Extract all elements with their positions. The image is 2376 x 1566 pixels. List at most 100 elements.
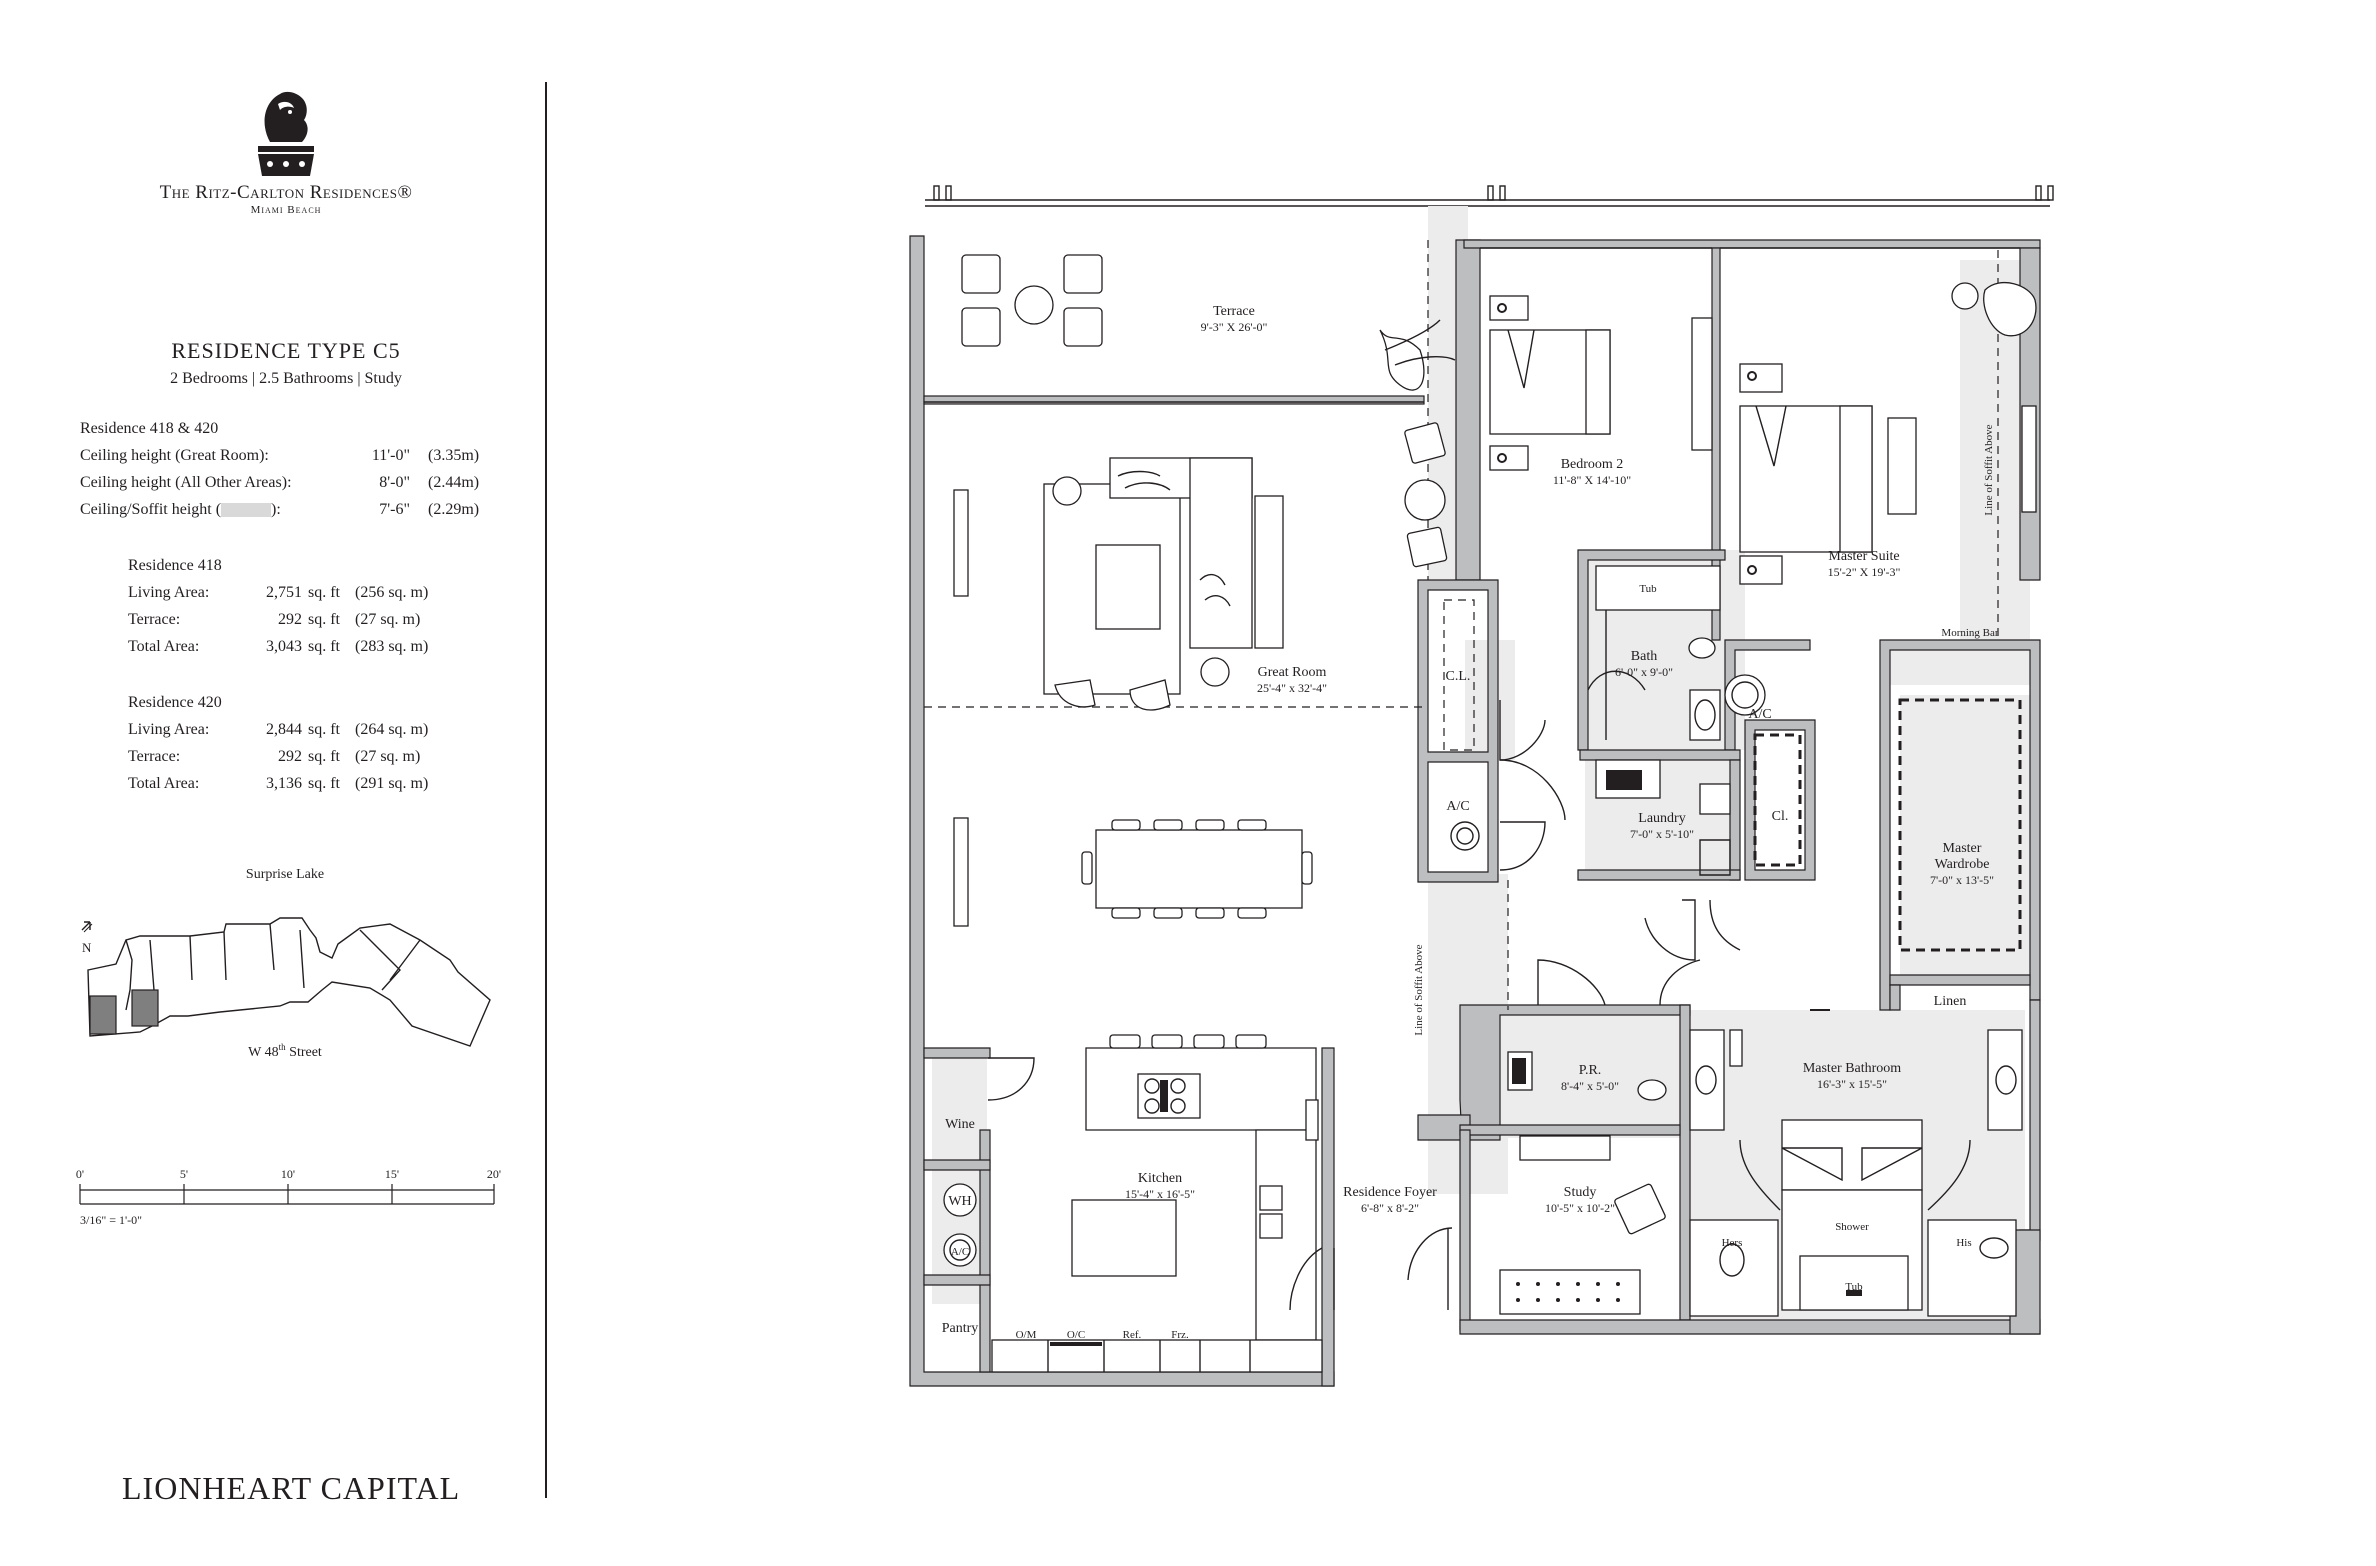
area-unit: sq. ft <box>308 638 340 655</box>
room-dim: 16'-3" x 15'-5" <box>1817 1077 1887 1091</box>
ceiling-label: Ceiling/Soffit height (): <box>80 501 281 519</box>
room-name: Laundry <box>1638 811 1685 826</box>
developer-name: LIONHEART CAPITAL <box>122 1470 461 1506</box>
room-dim: 7'-0" x 13'-5" <box>1930 873 1994 887</box>
unit-name: Residence 418 <box>128 557 222 574</box>
room-name: Kitchen <box>1138 1171 1182 1186</box>
street-name: W 48 <box>248 1045 278 1060</box>
ac-label: A/C <box>951 1246 969 1258</box>
area-label: Terrace: <box>128 748 181 765</box>
morning-bar-label: Morning Bar <box>1941 627 1998 639</box>
kitchen-fixtures <box>943 1034 1323 1373</box>
area-metric: (27 sq. m) <box>355 611 421 628</box>
area-value: 2,751 <box>266 584 302 601</box>
room-name: Bath <box>1631 649 1657 664</box>
area-value: 3,043 <box>266 638 302 655</box>
area-label: Terrace: <box>128 611 181 628</box>
soffit-label: Line of Soffit Above <box>1983 424 1995 515</box>
room-name: Master Suite <box>1828 549 1899 564</box>
residence-title: RESIDENCE TYPE C5 <box>171 338 401 363</box>
wardrobe-area <box>1900 695 2030 975</box>
room-dim: 15'-4" x 16'-5" <box>1125 1187 1195 1201</box>
area-metric: (256 sq. m) <box>355 584 429 601</box>
appliance-label: Frz. <box>1171 1329 1189 1341</box>
brand-location: Miami Beach <box>250 204 322 216</box>
scale-tick: 20' <box>487 1167 501 1181</box>
room-name: P.R. <box>1579 1063 1602 1078</box>
linen-label: Linen <box>1934 994 1967 1009</box>
appliance-label: O/C <box>1067 1329 1085 1341</box>
closet-label: Cl. <box>1772 809 1789 824</box>
room-dim: 25'-4" x 32'-4" <box>1257 681 1327 695</box>
ac-label: A/C <box>1446 799 1469 814</box>
dining-set <box>1081 819 1313 919</box>
floor-plan: .wall { fill: #bcbec0; stroke: #231f20; … <box>909 185 2054 1387</box>
hers-label: Hers <box>1722 1237 1743 1249</box>
panel-divider <box>545 82 547 1498</box>
room-dim: 7'-0" x 5'-10" <box>1630 827 1694 841</box>
room-labels: Terrace 9'-3" X 26'-0" Great Room 25'-4"… <box>942 304 1999 1341</box>
room-dim: 15'-2" X 19'-3" <box>1828 565 1901 579</box>
area-label: Living Area: <box>128 721 210 738</box>
key-plan: Surprise Lake N W 48th Street <box>81 867 491 1060</box>
room-name: Bedroom 2 <box>1561 457 1624 472</box>
ceiling-label: Ceiling height (Great Room): <box>80 447 269 464</box>
keyplan-north-label: Surprise Lake <box>246 867 324 882</box>
room-dim: 11'-8" X 14'-10" <box>1553 473 1631 487</box>
lion-crown-logo <box>258 91 314 176</box>
ceiling-ft: 7'-6" <box>379 501 410 518</box>
great-room-furniture <box>1043 422 1448 711</box>
ceiling-label-start: Ceiling/Soffit height ( <box>80 501 222 518</box>
scale-ratio: 3/16" = 1'-0" <box>80 1213 142 1227</box>
unit-highlight <box>89 995 117 1035</box>
room-dim: 10'-5" x 10'-2" <box>1545 1201 1615 1215</box>
area-unit: sq. ft <box>308 611 340 628</box>
area-label: Total Area: <box>128 638 200 655</box>
bedroom-furniture <box>1489 281 2037 585</box>
redacted-mark <box>221 503 272 518</box>
area-value: 2,844 <box>266 721 302 738</box>
bath-fixtures <box>1450 565 1830 1011</box>
room-name: Residence Foyer <box>1343 1185 1437 1200</box>
unit-highlight <box>131 989 159 1027</box>
room-dim: 8'-4" x 5'-0" <box>1561 1079 1619 1093</box>
scale-tick: 0' <box>76 1167 84 1181</box>
his-label: His <box>1956 1237 1971 1249</box>
area-unit: sq. ft <box>308 775 340 792</box>
pantry-label: Pantry <box>942 1321 979 1336</box>
area-label: Living Area: <box>128 584 210 601</box>
area-unit: sq. ft <box>308 584 340 601</box>
ceiling-ft: 11'-0" <box>371 447 410 464</box>
wine-label: Wine <box>945 1117 975 1132</box>
room-name: Great Room <box>1258 665 1327 680</box>
terrace-railing <box>925 185 2054 207</box>
area-value: 292 <box>278 748 302 765</box>
ceiling-label-end: ): <box>271 501 281 518</box>
north-arrow-icon <box>81 921 91 931</box>
area-metric: (283 sq. m) <box>355 638 429 655</box>
area-label: Total Area: <box>128 775 200 792</box>
area-metric: (27 sq. m) <box>355 748 421 765</box>
brand-name: The Ritz-Carlton Residences® <box>159 182 413 203</box>
windows <box>924 247 2020 927</box>
residence-subtitle: 2 Bedrooms | 2.5 Bathrooms | Study <box>170 370 402 387</box>
keyplan-south-label: W 48th Street <box>248 1042 322 1060</box>
appliance-label: O/M <box>1016 1329 1037 1341</box>
residence-group-label: Residence 418 & 420 <box>80 420 219 437</box>
scale-tick: 5' <box>180 1167 188 1181</box>
water-heater-label: WH <box>948 1194 971 1209</box>
scale-tick: 10' <box>281 1167 295 1181</box>
area-value: 292 <box>278 611 302 628</box>
area-metric: (291 sq. m) <box>355 775 429 792</box>
room-name: Terrace <box>1213 304 1255 319</box>
unit-name: Residence 420 <box>128 694 222 711</box>
room-name: Master <box>1943 841 1982 856</box>
pr-study-fixtures <box>1289 959 1701 1315</box>
keyplan-compass: N <box>82 940 92 955</box>
area-value: 3,136 <box>266 775 302 792</box>
tub-label: Tub <box>1639 583 1657 595</box>
terrace-furniture <box>961 254 1456 391</box>
appliance-label: Ref. <box>1123 1329 1142 1341</box>
scale-tick: 15' <box>385 1167 399 1181</box>
ceiling-ft: 8'-0" <box>379 474 410 491</box>
